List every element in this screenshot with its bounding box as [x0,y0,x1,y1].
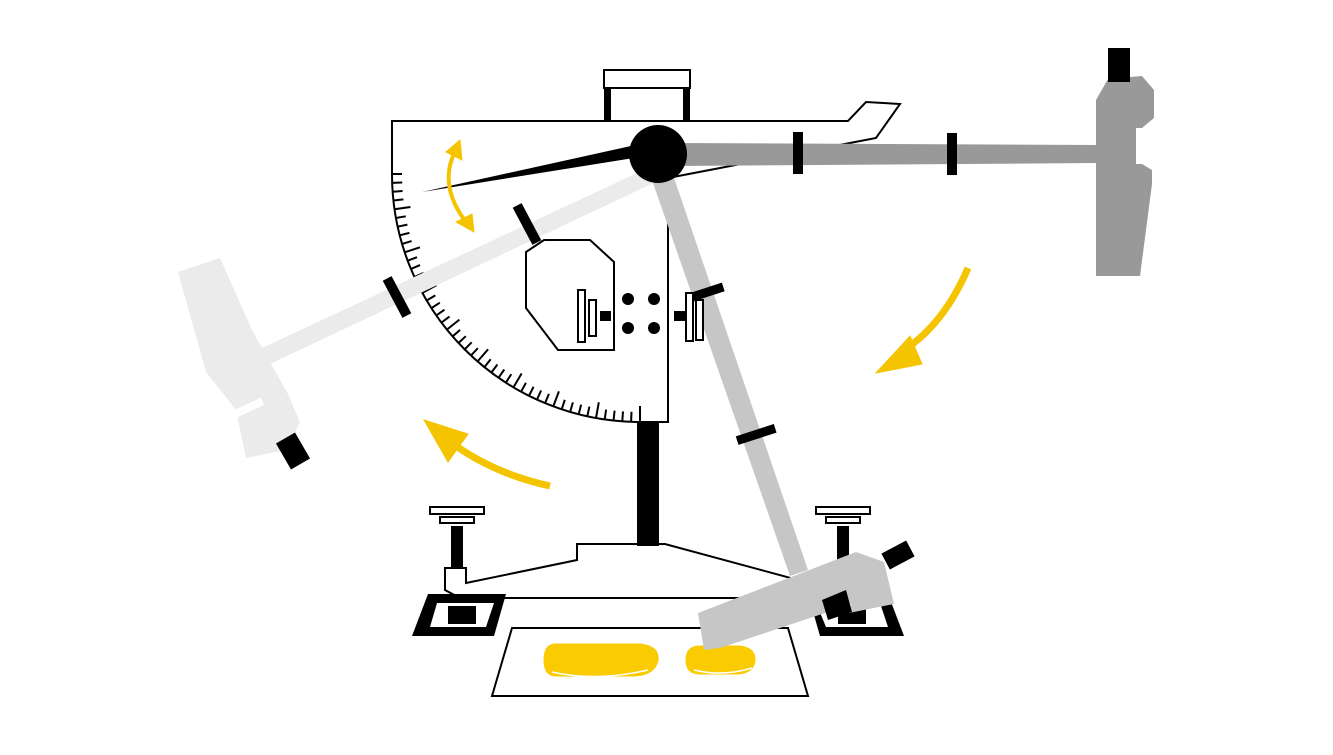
leveling-screw-right [816,507,870,560]
test-surface-plate [492,628,808,696]
pivot-hub [629,125,687,183]
pendulum-arm-release-position [672,48,1154,276]
leveling-foot-left [412,594,506,636]
leveling-screw-left [430,507,484,568]
dial-tick [605,410,606,420]
curved-arrow-icon [876,268,968,373]
dial-tick [393,199,403,200]
support-column [637,418,659,546]
carry-handle [604,70,690,88]
dial-tick [393,191,403,192]
dial-tick [614,411,615,421]
curved-arrow-icon [424,420,550,486]
dial-tick [622,411,623,421]
shoe-print-icon [544,644,755,677]
scale-head [392,70,900,422]
